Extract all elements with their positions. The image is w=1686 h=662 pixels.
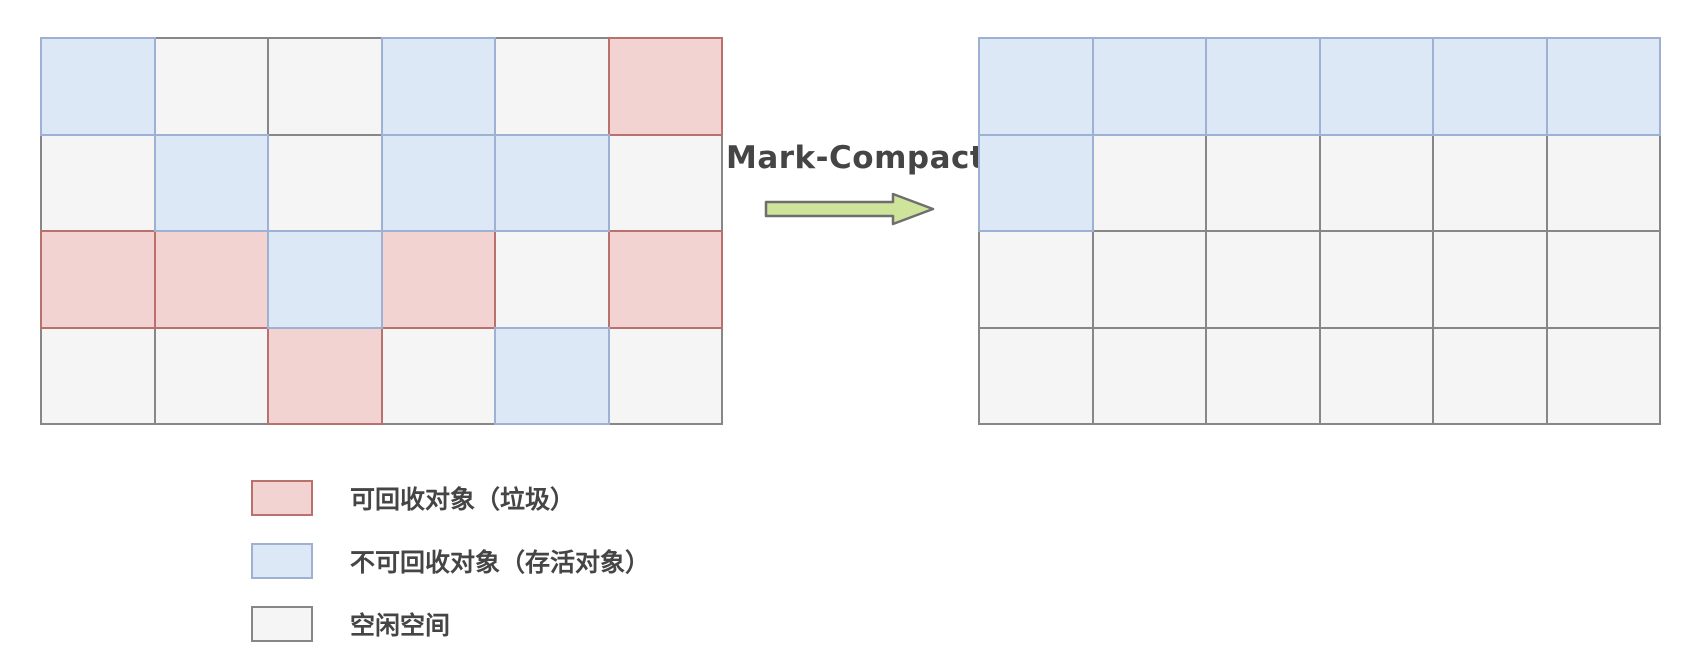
heap-cell-garbage	[607, 37, 723, 136]
legend: 可回收对象（垃圾） 不可回收对象（存活对象） 空闲空间	[251, 480, 650, 642]
heap-cell-live	[40, 37, 156, 136]
heap-cell-live	[978, 133, 1094, 232]
transition-group: Mark-Compact	[726, 140, 986, 226]
arrow-right-icon	[764, 192, 936, 226]
heap-cell-live	[978, 37, 1094, 136]
heap-cell-live	[1545, 37, 1661, 136]
heap-cell-free	[1318, 133, 1434, 232]
heap-cell-free	[1545, 326, 1661, 425]
heap-cell-live	[267, 230, 383, 329]
heap-cell-free	[978, 230, 1094, 329]
heap-cell-free	[267, 133, 383, 232]
legend-label-garbage: 可回收对象（垃圾）	[350, 485, 576, 514]
heap-cell-free	[607, 133, 723, 232]
heap-grid-before	[40, 37, 723, 425]
heap-cell-free	[1205, 133, 1321, 232]
heap-cell-live	[1205, 37, 1321, 136]
heap-cell-free	[1545, 230, 1661, 329]
heap-cell-live	[1318, 37, 1434, 136]
heap-cell-free	[494, 37, 610, 136]
heap-cell-garbage	[380, 230, 496, 329]
heap-cell-live	[494, 326, 610, 425]
heap-cell-live	[494, 133, 610, 232]
heap-cell-free	[1205, 230, 1321, 329]
legend-swatch-garbage	[251, 480, 313, 516]
heap-cell-garbage	[40, 230, 156, 329]
transition-label: Mark-Compact	[726, 140, 986, 176]
heap-cell-free	[978, 326, 1094, 425]
legend-item-garbage: 可回收对象（垃圾）	[251, 480, 650, 516]
heap-cell-free	[1432, 133, 1548, 232]
heap-cell-garbage	[267, 326, 383, 425]
heap-cell-free	[40, 326, 156, 425]
legend-label-free: 空闲空间	[350, 611, 451, 640]
arrow-right-shape	[764, 192, 935, 226]
heap-cell-free	[1432, 326, 1548, 425]
heap-cell-free	[1091, 133, 1207, 232]
heap-cell-garbage	[607, 230, 723, 329]
heap-cell-live	[380, 133, 496, 232]
legend-swatch-free	[251, 606, 313, 642]
legend-item-free: 空闲空间	[251, 606, 650, 642]
heap-cell-free	[1432, 230, 1548, 329]
heap-cell-live	[1432, 37, 1548, 136]
heap-cell-free	[267, 37, 383, 136]
heap-grid-after	[978, 37, 1661, 425]
heap-cell-free	[1545, 133, 1661, 232]
heap-cell-free	[380, 326, 496, 425]
heap-cell-free	[607, 326, 723, 425]
heap-cell-free	[1091, 326, 1207, 425]
heap-cell-free	[153, 326, 269, 425]
heap-cell-live	[1091, 37, 1207, 136]
heap-cell-live	[380, 37, 496, 136]
heap-cell-live	[153, 133, 269, 232]
heap-cell-free	[40, 133, 156, 232]
legend-item-live: 不可回收对象（存活对象）	[251, 543, 650, 579]
heap-cell-free	[1205, 326, 1321, 425]
legend-label-live: 不可回收对象（存活对象）	[350, 548, 651, 577]
heap-cell-free	[1318, 326, 1434, 425]
heap-cell-free	[153, 37, 269, 136]
legend-swatch-live	[251, 543, 313, 579]
heap-cell-free	[1091, 230, 1207, 329]
heap-cell-free	[1318, 230, 1434, 329]
heap-cell-free	[494, 230, 610, 329]
heap-cell-garbage	[153, 230, 269, 329]
